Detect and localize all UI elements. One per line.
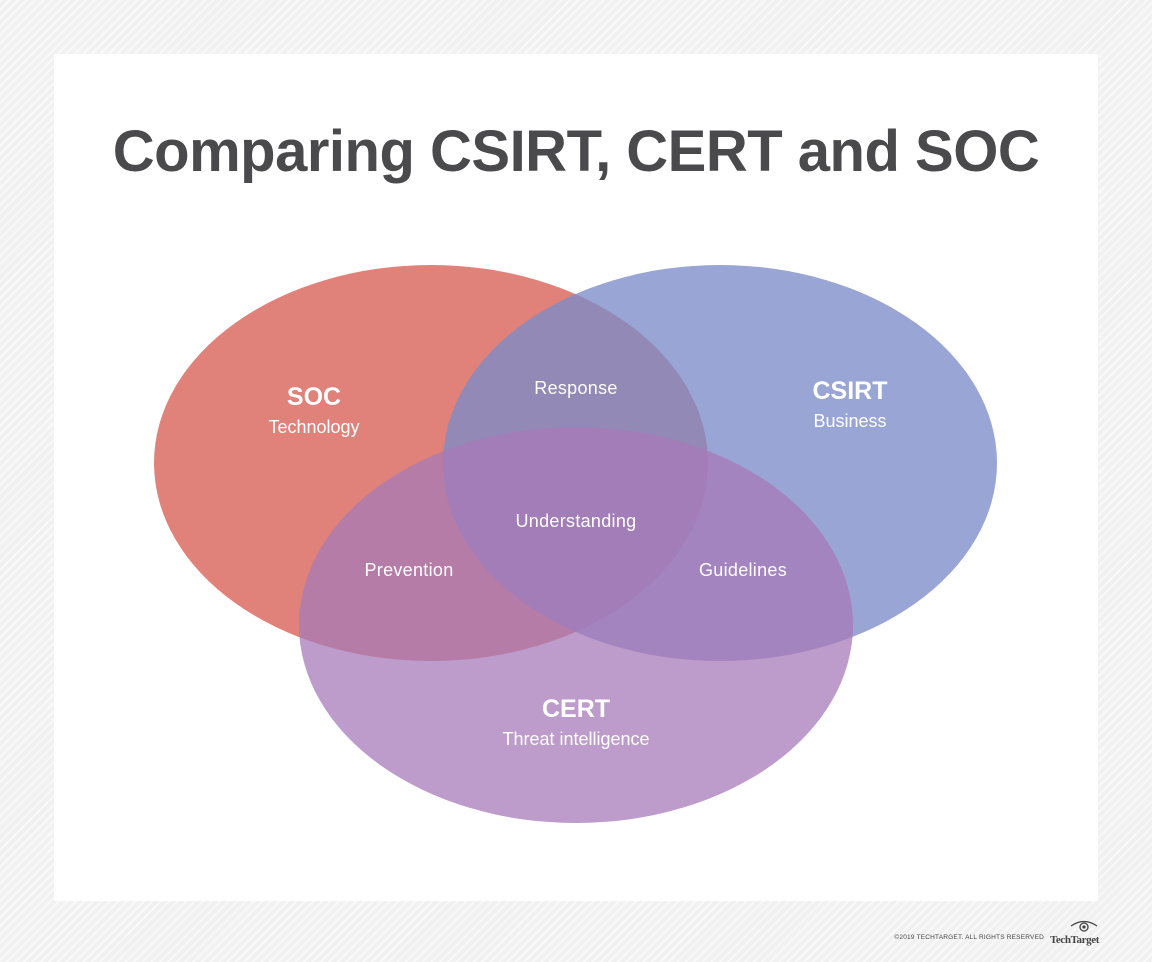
guidelines-label: Guidelines <box>699 560 787 580</box>
eye-icon <box>1070 920 1098 932</box>
soc-focus-label: Technology <box>268 417 359 437</box>
footer: ©2019 TECHTARGET. ALL RIGHTS RESERVED Te… <box>894 920 1099 946</box>
understanding-label: Understanding <box>516 511 637 531</box>
techtarget-logo: TechTarget <box>1050 920 1099 946</box>
csirt-label: CSIRT <box>813 377 888 405</box>
cert-focus-label: Threat intelligence <box>502 729 649 749</box>
prevention-label: Prevention <box>364 560 453 580</box>
cert-circle <box>299 427 853 823</box>
brand-name: TechTarget <box>1050 934 1099 946</box>
csirt-focus-label: Business <box>813 411 886 431</box>
cert-label: CERT <box>542 695 610 723</box>
soc-label: SOC <box>287 383 341 411</box>
response-label: Response <box>534 378 617 398</box>
page-title: Comparing CSIRT, CERT and SOC <box>112 119 1040 184</box>
copyright-text: ©2019 TECHTARGET. ALL RIGHTS RESERVED <box>894 934 1044 941</box>
